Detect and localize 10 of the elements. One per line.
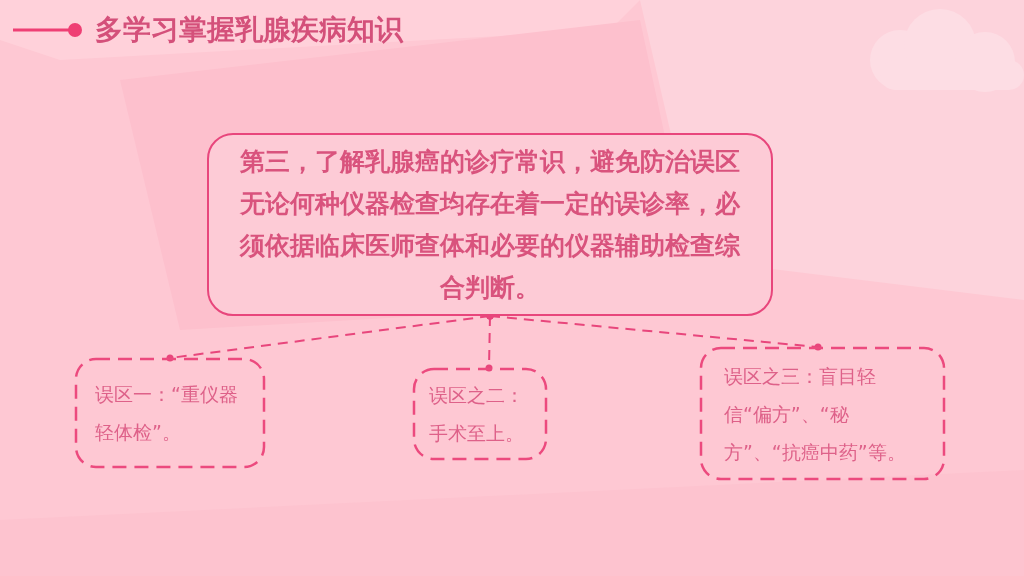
box-text: 误区一：“重仪器轻体检”。 [95,382,239,445]
dashed-text-box [75,358,265,468]
title: 多学习掌握乳腺疾病知识 [95,12,403,48]
dashed-text-box [413,368,547,460]
dashed-text-box [700,347,945,480]
rounded-text-box [207,133,773,316]
box-text: 误区之三：盲目轻信“偏方”、“秘方”、“抗癌中药”等。 [724,363,907,465]
box-heading: 第三，了解乳腺癌的诊疗常识，避免防治误区 [239,145,741,178]
box-text: 无论何种仪器检查均存在着一定的误诊率，必须依据临床医师查体和必要的仪器辅助检查综合判断。 [238,187,741,304]
box-text: 误区之二：手术至上。 [429,383,525,446]
